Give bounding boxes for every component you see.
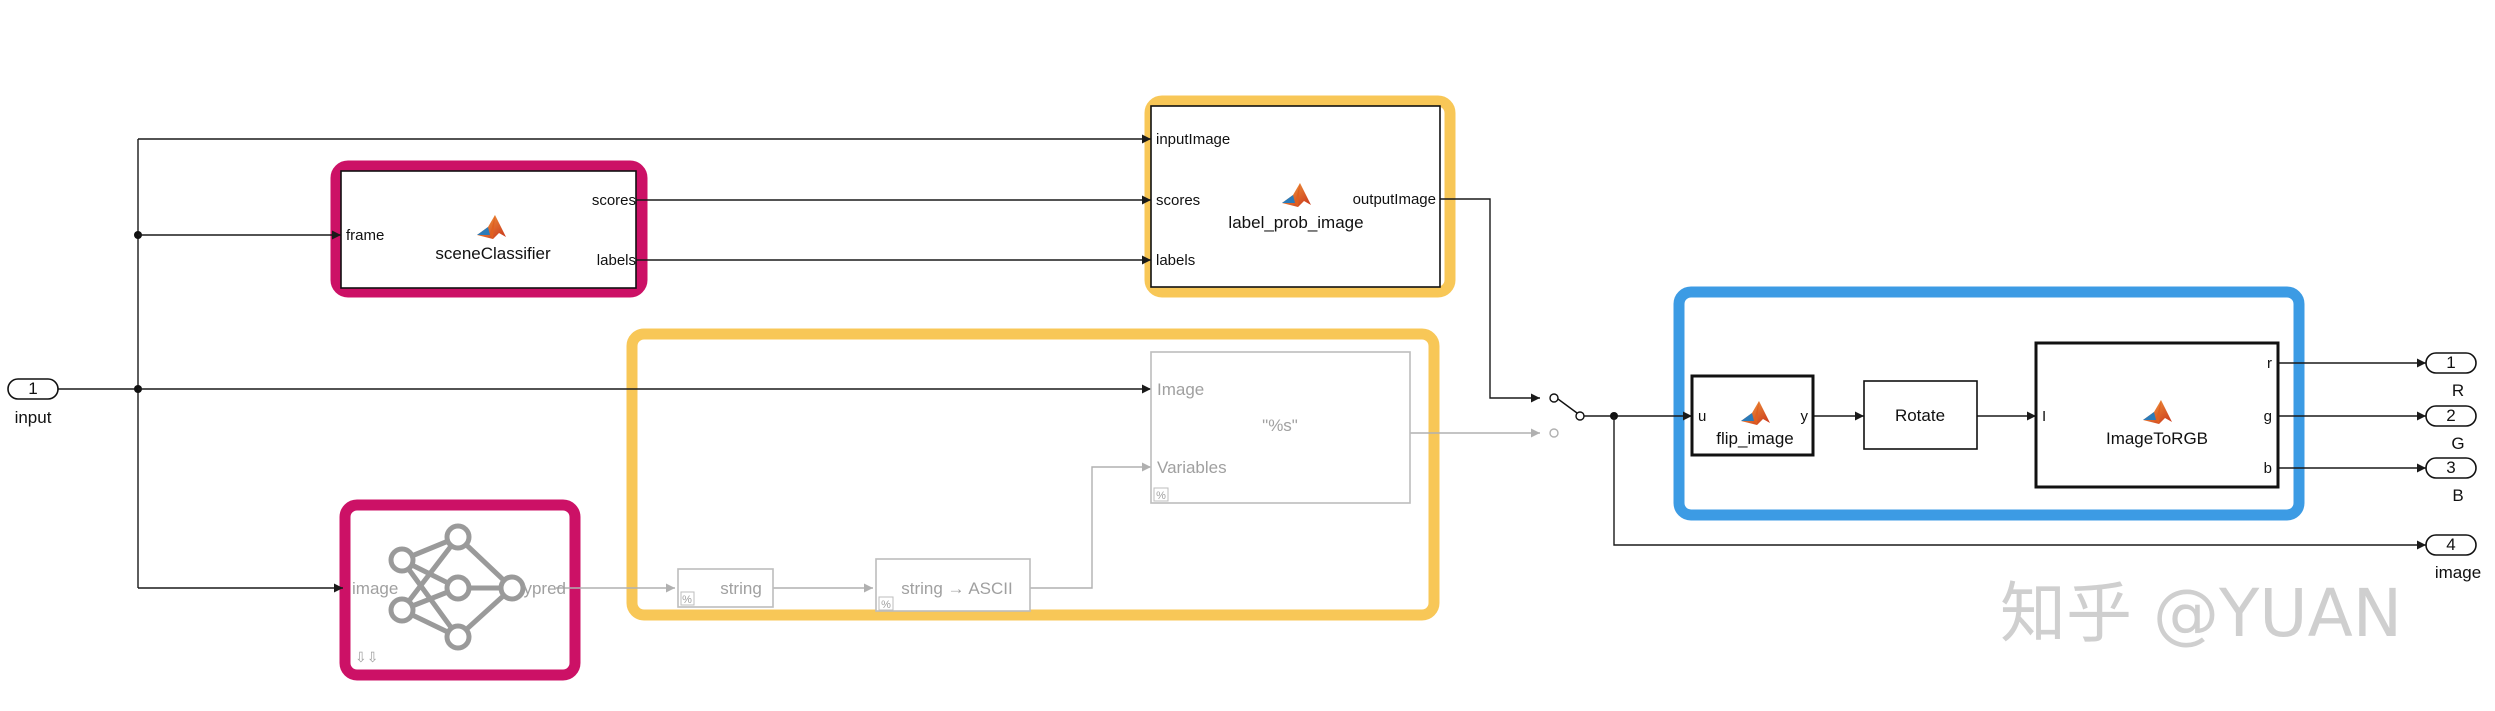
string-to-ascii-tag: % <box>881 599 891 611</box>
signal-lines <box>58 134 2426 593</box>
port-labels-in: labels <box>1156 252 1195 269</box>
port-frame: frame <box>346 227 384 244</box>
highlight-sprintf-group <box>626 328 1440 621</box>
port-image-disabled: Image <box>1157 380 1204 399</box>
outport-number: 1 <box>2446 353 2455 372</box>
string-to-ascii-block[interactable]: string → ASCII % <box>875 558 1031 612</box>
outport-b[interactable]: 3 B <box>2425 457 2477 505</box>
rotate-name: Rotate <box>1895 406 1945 425</box>
port-y: y <box>1801 408 1809 425</box>
outport-name: image <box>2435 563 2481 582</box>
outport-name: B <box>2452 486 2463 505</box>
to-string-tag: % <box>682 594 692 606</box>
flip-image-block[interactable]: flip_image u y <box>1690 374 1815 457</box>
to-string-block[interactable]: string % <box>677 568 774 608</box>
nn-badge: ⇩⇩ <box>355 649 378 665</box>
inport-input[interactable]: 1 input <box>7 378 59 427</box>
outport-number: 4 <box>2446 535 2455 554</box>
port-b: b <box>2264 460 2272 477</box>
manual-switch[interactable] <box>1549 393 1585 438</box>
scene-classifier-name: sceneClassifier <box>435 244 551 263</box>
scene-classifier-block[interactable]: sceneClassifier frame scores labels <box>340 170 637 289</box>
highlight-scene-classifier <box>330 160 648 298</box>
port-variables: Variables <box>1157 458 1227 477</box>
outport-number: 2 <box>2446 406 2455 425</box>
image-to-rgb-block[interactable]: ImageToRGB I r g b <box>2034 341 2280 489</box>
sprintf-format: "%s" <box>1262 416 1298 435</box>
sprintf-tag: % <box>1156 490 1166 502</box>
port-scores-in: scores <box>1156 192 1200 209</box>
image-to-rgb-name: ImageToRGB <box>2106 429 2208 448</box>
rotate-block[interactable]: Rotate <box>1863 380 1978 450</box>
to-string-label: string <box>720 579 762 598</box>
label-prob-image-block[interactable]: label_prob_image inputImage scores label… <box>1150 105 1441 288</box>
outport-name: R <box>2452 381 2464 400</box>
highlight-image-pipeline <box>1673 286 2305 521</box>
neural-network-block[interactable]: image ypred ⇩⇩ <box>352 523 566 665</box>
port-r: r <box>2267 355 2272 372</box>
inport-name: input <box>15 408 52 427</box>
outport-r[interactable]: 1 R <box>2425 352 2477 400</box>
port-ypred: ypred <box>523 579 566 598</box>
label-prob-image-name: label_prob_image <box>1228 213 1363 232</box>
highlight-neural-net <box>339 499 581 681</box>
outport-name: G <box>2451 434 2464 453</box>
port-i: I <box>2042 408 2046 425</box>
neural-network-icon <box>388 523 526 651</box>
outport-g[interactable]: 2 G <box>2425 405 2477 453</box>
watermark: 知乎 @YUAN <box>2000 575 2402 652</box>
port-image-nn: image <box>352 579 398 598</box>
string-to-ascii-label: string → ASCII <box>901 579 1012 598</box>
port-scores: scores <box>592 192 636 209</box>
port-g: g <box>2264 408 2272 425</box>
port-u: u <box>1698 408 1706 425</box>
port-input-image: inputImage <box>1156 131 1230 148</box>
outport-image[interactable]: 4 image <box>2425 534 2481 582</box>
outport-number: 3 <box>2446 458 2455 477</box>
port-output-image: outputImage <box>1353 191 1436 208</box>
sprintf-block[interactable]: "%s" Image Variables % <box>1150 351 1411 504</box>
port-labels: labels <box>597 252 636 269</box>
inport-number: 1 <box>28 379 37 398</box>
flip-image-name: flip_image <box>1716 429 1794 448</box>
